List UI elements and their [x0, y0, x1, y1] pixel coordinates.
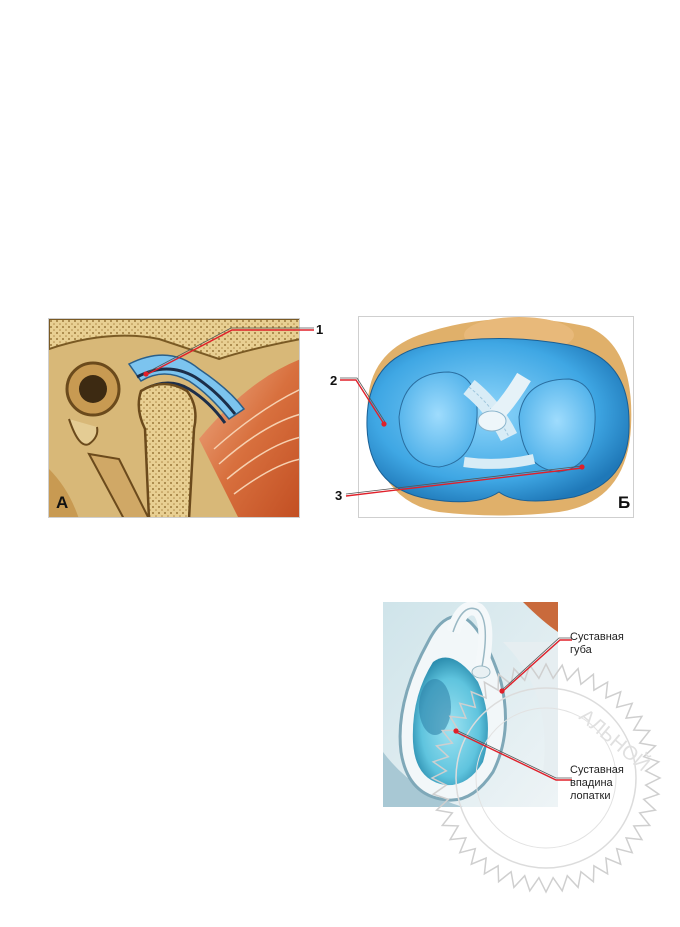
- figure-a-joint-section: [48, 318, 300, 518]
- joint-section-illustration: [49, 319, 299, 517]
- callout-1: 1: [316, 322, 324, 337]
- figure-a-letter: А: [56, 493, 69, 512]
- figure-b-letter: Б: [618, 493, 631, 512]
- label-glenoid-cavity: Суставная впадина лопатки: [570, 764, 624, 802]
- callout-2: 2: [330, 373, 338, 388]
- label-articular-labrum: Суставная губа: [570, 631, 624, 656]
- callout-3: 3: [335, 488, 343, 503]
- menisci-illustration: [359, 317, 633, 517]
- figure-b-menisci: [358, 316, 634, 518]
- stamp-outline: [430, 662, 662, 894]
- watermark-stamp: АЛЬНОЙ: [430, 662, 662, 894]
